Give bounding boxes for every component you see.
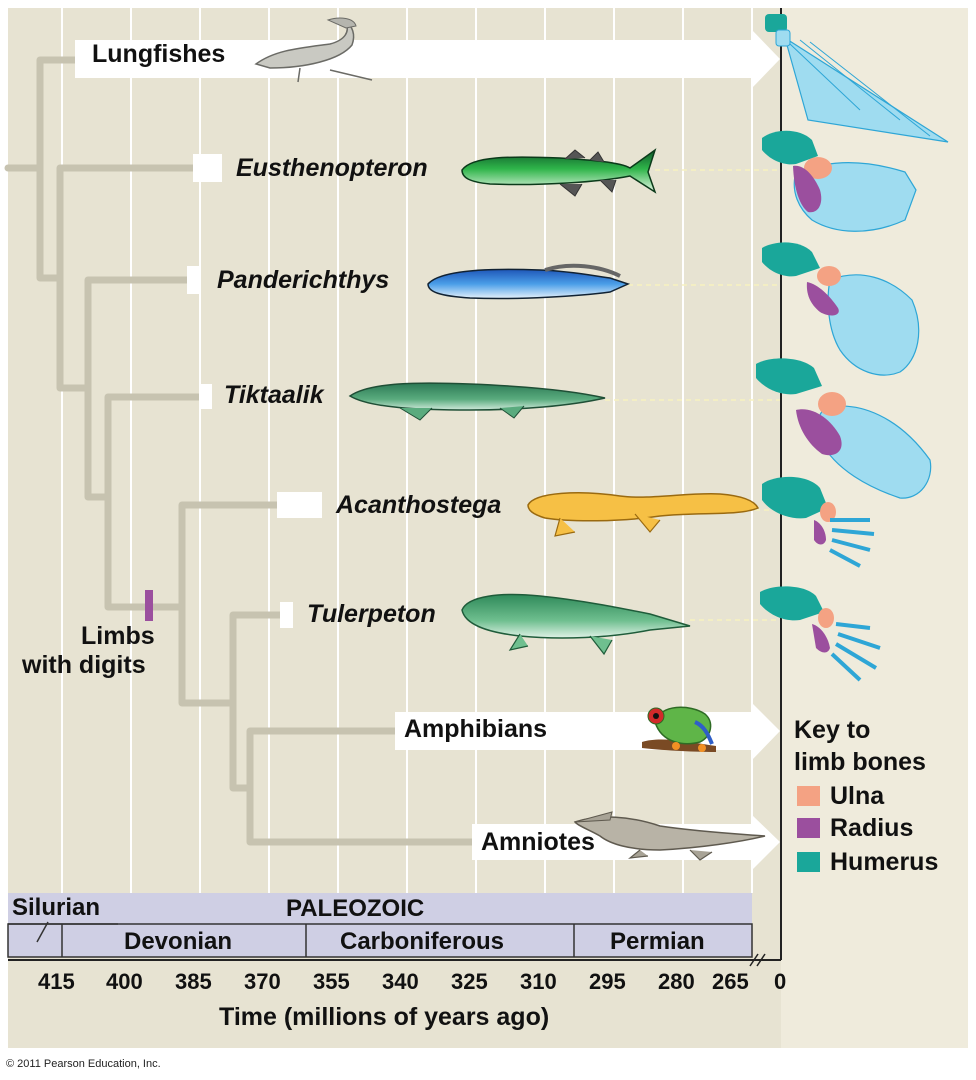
lungfish-illustration (254, 17, 373, 83)
key-label-humerus: Humerus (830, 848, 939, 876)
key-label-radius: Radius (830, 814, 914, 842)
taxon-label-panderichthys: Panderichthys (217, 266, 390, 294)
limbs-with-digits-marker (145, 590, 153, 621)
limb-acanthostega (762, 476, 875, 568)
time-axis (8, 953, 781, 967)
limb-tulerpeton (760, 586, 881, 682)
tick-label: 280 (658, 969, 695, 994)
tick-label: 415 (38, 969, 75, 994)
limb-panderichthys (762, 242, 920, 376)
key-swatch-ulna (797, 786, 820, 806)
tick-label: 355 (313, 969, 350, 994)
frog-illustration (642, 706, 716, 752)
key-label-ulna: Ulna (830, 782, 885, 810)
period-permian: Permian (610, 928, 705, 955)
era-paleozoic: PALEOZOIC (286, 895, 425, 922)
tick-label: 295 (589, 969, 626, 994)
tick-label: 0 (774, 969, 787, 994)
tick-label: 400 (106, 969, 143, 994)
tick-label: 370 (244, 969, 281, 994)
taxon-label-eusthenopteron: Eusthenopteron (236, 154, 428, 182)
period-carboniferous: Carboniferous (340, 928, 505, 955)
taxon-label-tiktaalik: Tiktaalik (224, 381, 324, 409)
key-swatch-radius (797, 818, 820, 838)
tulerpeton-illustration (461, 593, 691, 656)
taxon-label-tulerpeton: Tulerpeton (307, 600, 436, 628)
axis-title: Time (millions of years ago) (219, 1003, 550, 1031)
tick-label: 340 (382, 969, 419, 994)
crocodile-illustration (573, 811, 766, 861)
limb-lungfish (765, 14, 949, 143)
tick-label: 325 (451, 969, 488, 994)
fossil-range-bars (187, 154, 322, 628)
marker-label-line1: Limbs (81, 622, 155, 650)
period-silurian: Silurian (12, 894, 101, 921)
tick-label: 265 (712, 969, 749, 994)
taxon-label-lungfishes: Lungfishes (92, 40, 226, 68)
geologic-timescale (7, 893, 753, 958)
eusthenopteron-illustration (461, 148, 657, 197)
key-swatches (797, 786, 820, 872)
acanthostega-illustration (527, 492, 760, 537)
copyright-notice: © 2011 Pearson Education, Inc. (6, 1058, 161, 1070)
taxon-label-acanthostega: Acanthostega (336, 491, 502, 519)
tiktaalik-illustration (348, 382, 606, 421)
key-title-line1: Key to (794, 716, 871, 744)
key-swatch-humerus (797, 852, 820, 872)
key-title-line2: limb bones (794, 748, 926, 776)
taxon-label-amphibians: Amphibians (404, 715, 548, 743)
tick-label: 385 (175, 969, 212, 994)
taxon-label-amniotes: Amniotes (481, 828, 595, 856)
limb-eusthenopteron (762, 130, 917, 232)
marker-label-line2: with digits (22, 651, 146, 679)
panderichthys-illustration (427, 263, 631, 300)
limb-tiktaalik (756, 358, 932, 499)
tick-label: 310 (520, 969, 557, 994)
period-devonian: Devonian (124, 928, 233, 955)
